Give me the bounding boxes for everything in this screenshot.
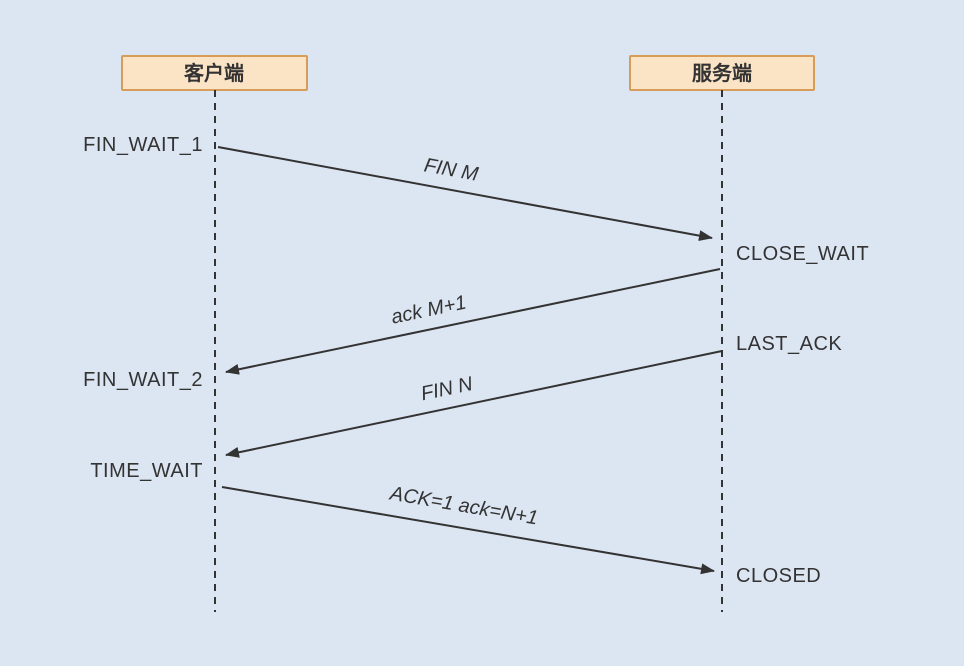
server-actor-label: 服务端: [692, 61, 752, 85]
message-arrow-fin-n: [225, 350, 723, 458]
message-arrow-ack-n1: [221, 486, 715, 575]
message-arrow-fin-m: [217, 146, 713, 242]
state-label-fin-wait-2: FIN_WAIT_2: [83, 369, 203, 391]
client-actor-label: 客户端: [183, 61, 244, 85]
state-label-closed: CLOSED: [736, 565, 821, 587]
state-label-fin-wait-1: FIN_WAIT_1: [83, 134, 203, 156]
state-label-time-wait: TIME_WAIT: [90, 460, 203, 482]
message-arrow-ack-m1: [225, 268, 721, 375]
state-label-last-ack: LAST_ACK: [736, 333, 842, 355]
state-label-close-wait: CLOSE_WAIT: [736, 243, 869, 265]
message-label-ack-n1: ACK=1 ack=N+1: [387, 482, 539, 529]
client-actor: 客户端: [121, 55, 308, 91]
server-actor: 服务端: [629, 55, 815, 91]
message-label-fin-n: FIN N: [419, 373, 475, 405]
message-label-fin-m: FIN M: [422, 154, 480, 186]
